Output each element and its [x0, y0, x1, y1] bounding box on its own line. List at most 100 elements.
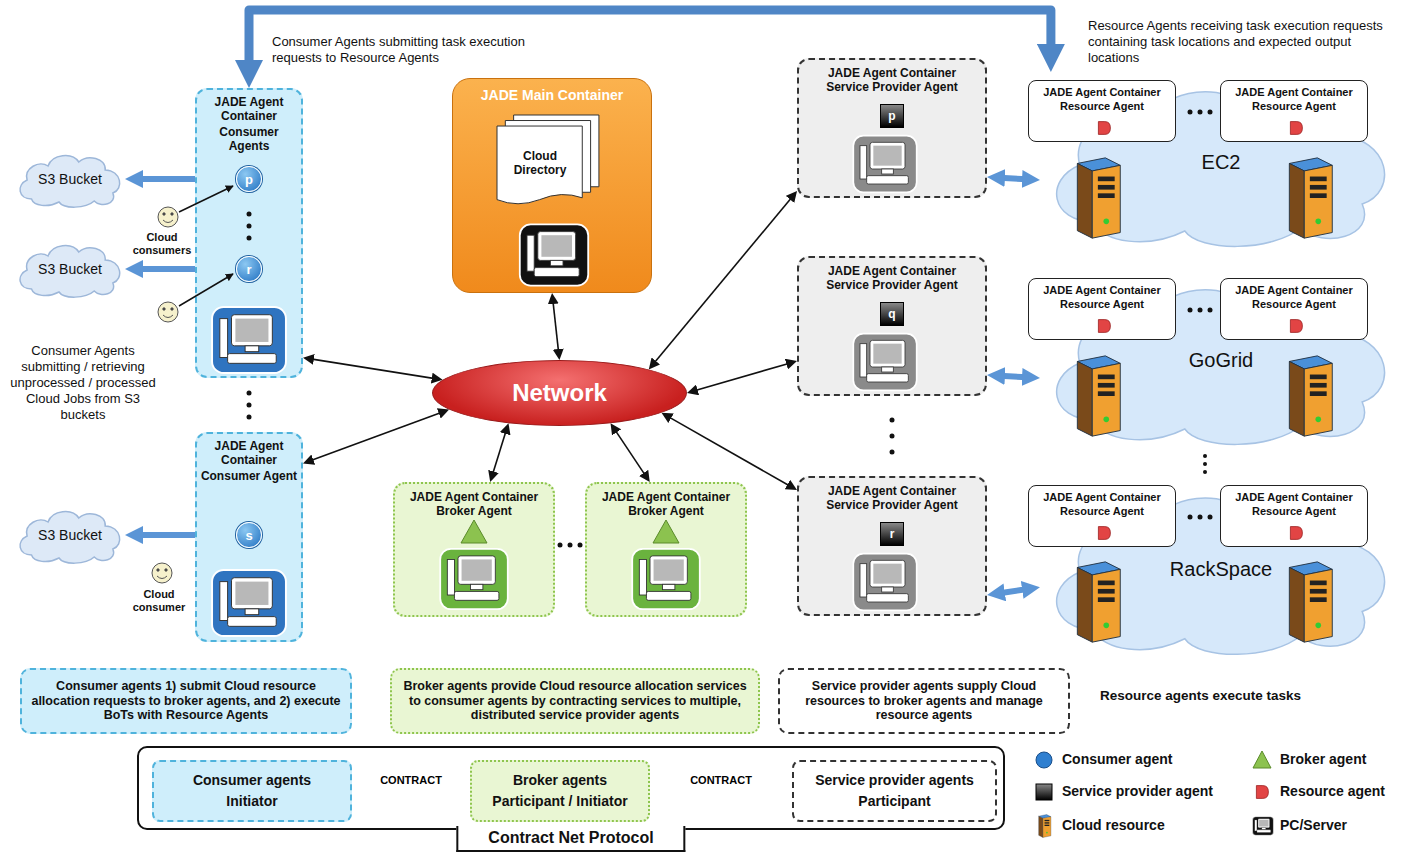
node-text: JADE Agent Container [1029, 283, 1175, 297]
cloud-provider: GoGridJADE Agent ContainerResource Agent… [1040, 270, 1402, 450]
node-text: JADE Agent Container [799, 484, 985, 498]
legend-text: Broker agent [1280, 751, 1366, 768]
node-text: JADE Agent Container [587, 490, 745, 504]
consumer-agent-circle: r [236, 256, 262, 282]
node-text: s [245, 529, 252, 542]
connector-arrow [654, 197, 792, 364]
node-text: Network [512, 379, 607, 407]
legend-resource-sample [1256, 786, 1268, 799]
service-provider-container: JADE Agent ContainerService Provider Age… [797, 256, 987, 396]
edge-label: CONTRACT [378, 774, 444, 787]
node-text: RackSpace [1170, 557, 1272, 581]
server-icon [1289, 158, 1332, 238]
server-icon [1289, 562, 1332, 642]
node-text: p [245, 173, 253, 186]
node-text: JADE Agent Container [395, 490, 553, 504]
node-text: JADE Main Container [453, 87, 651, 104]
service-provider-square: p [880, 104, 904, 128]
node-text: JADE Agent Container [1221, 490, 1367, 504]
node-text: Consumer Agents [199, 125, 299, 153]
pc-icon [212, 570, 286, 636]
resource-agent-mark [1290, 122, 1302, 135]
resource-agent-box: JADE Agent ContainerResource Agent [1220, 278, 1368, 340]
service-provider-square: q [880, 302, 904, 326]
resource-agent-box: JADE Agent ContainerResource Agent [1028, 278, 1176, 340]
node-text: S3 Bucket [38, 527, 102, 543]
connector-arrow [553, 301, 559, 353]
broker-triangle [653, 520, 679, 543]
consumer-agent-circle: s [236, 522, 262, 548]
broker-container: JADE Agent ContainerBroker Agent [585, 482, 747, 617]
node-text: Initiator [226, 793, 277, 810]
resource-agent-box: JADE Agent ContainerResource Agent [1028, 485, 1176, 547]
node-text: S3 Bucket [38, 171, 102, 187]
directory-document: Cloud Directory [497, 115, 601, 207]
node-text: p [888, 110, 895, 122]
consumer-container: JADE Agent ContainerConsumer Agents p r [195, 88, 303, 378]
resource-agent-mark [1098, 320, 1110, 333]
protocol-box: Service provider agentsParticipant [792, 760, 997, 822]
caption-box: Broker agents provide Cloud resource all… [390, 668, 760, 734]
node-text: Service provider agents [815, 772, 974, 789]
node-text: Service Provider Agent [799, 278, 985, 292]
annotation-label: Consumer Agents submitting task executio… [272, 34, 572, 66]
legend-text: Cloud resource [1062, 817, 1165, 834]
node-text: Participant [858, 793, 930, 810]
cloud-provider: EC2JADE Agent ContainerResource AgentJAD… [1040, 72, 1402, 252]
node-text: Resource Agent [1221, 297, 1367, 311]
annotation-label: Cloud consumers [131, 231, 193, 257]
connector-arrow [310, 412, 442, 461]
consumer-container: JADE Agent ContainerConsumer Agent s [195, 432, 303, 642]
s3-bucket-cloud: S3 Bucket [15, 505, 125, 565]
node-text: Consumer Agent [199, 469, 299, 483]
leader-arrow [179, 186, 233, 212]
connector-arrow [1000, 376, 1028, 378]
node-text: Broker Agent [587, 504, 745, 518]
pc-icon [520, 224, 588, 285]
smiley-figure [158, 302, 178, 322]
legend-text: Resource agent [1280, 783, 1385, 800]
server-icon [1077, 158, 1120, 238]
caption-box: Service provider agents supply Cloud res… [778, 668, 1070, 734]
node-text: q [888, 308, 895, 320]
resource-agent-box: JADE Agent ContainerResource Agent [1220, 80, 1368, 142]
legend-pc-sample [1253, 817, 1274, 836]
node-text: Service Provider Agent [799, 498, 985, 512]
pc-icon [212, 307, 286, 373]
node-text: Consumer agents 1) submit Cloud resource… [30, 679, 342, 723]
node-text: Resource Agent [1029, 297, 1175, 311]
broker-triangle [461, 520, 487, 543]
network-ellipse: Network [432, 360, 687, 426]
node-text: Resource Agent [1221, 99, 1367, 113]
annotation-label: Cloud consumer [124, 588, 194, 614]
node-text: Resource Agent [1029, 504, 1175, 518]
edge-label: CONTRACT [688, 774, 754, 787]
s3-bucket-cloud: S3 Bucket [15, 239, 125, 299]
legend-consumer-sample [1036, 752, 1052, 768]
node-text: S3 Bucket [38, 261, 102, 277]
legend-text: Consumer agent [1062, 751, 1172, 768]
connector-arrow [1000, 589, 1028, 593]
node-text: Cloud Directory [499, 149, 581, 177]
node-text: Contract Net Protocol [456, 826, 685, 852]
node-text: JADE Agent Container [1029, 85, 1175, 99]
connector-arrow [615, 430, 646, 476]
node-text: JADE Agent Container [199, 439, 299, 467]
node-text: r [246, 263, 251, 276]
connector-arrow [1000, 178, 1028, 180]
node-text: JADE Agent Container [199, 95, 299, 123]
legend-broker-sample [1253, 751, 1271, 768]
node-text: Broker Agent [395, 504, 553, 518]
main-container: JADE Main ContainerCloud Directory [452, 78, 652, 293]
service-provider-square: r [880, 522, 904, 546]
node-text: Broker agents provide Cloud resource all… [400, 679, 750, 723]
protocol-box: Consumer agentsInitiator [152, 760, 352, 822]
node-text: JADE Agent Container [1221, 283, 1367, 297]
annotation-label: Resource Agents receiving task execution… [1088, 18, 1400, 66]
service-provider-container: JADE Agent ContainerService Provider Age… [797, 476, 987, 616]
server-icon [1289, 356, 1332, 436]
connector-arrow [694, 363, 789, 391]
resource-agent-box: JADE Agent ContainerResource Agent [1028, 80, 1176, 142]
resource-agent-mark [1290, 320, 1302, 333]
